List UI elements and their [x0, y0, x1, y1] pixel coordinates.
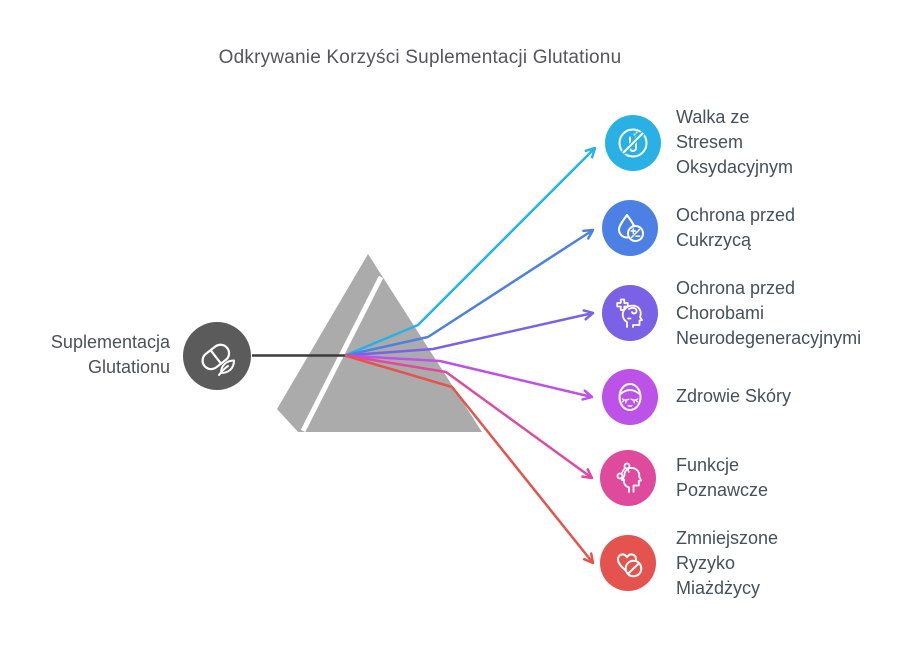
node-circle-neurodegenerative	[602, 285, 658, 341]
face-mask-icon	[618, 383, 642, 411]
prism-refraction-stripe	[300, 275, 384, 433]
benefit-label-oxidative-stress: Walka ze Stresem Oksydacyjnym	[676, 107, 794, 177]
benefit-label-diabetes: Ochrona przed Cukrzycą	[676, 205, 796, 250]
head-network-icon	[616, 462, 642, 493]
arrow-oxidative-stress	[344, 146, 597, 357]
benefit-label-skin-health: Zdrowie Skóry	[676, 386, 792, 406]
node-circle-cognitive	[600, 450, 656, 506]
heart-no-icon	[616, 553, 643, 578]
page-title: Odkrywanie Korzyści Suplementacji Glutat…	[218, 47, 622, 68]
prism-triangle	[277, 254, 482, 432]
arrow-atherosclerosis	[344, 354, 595, 565]
hub-label: Suplementacja Glutationu	[50, 332, 170, 377]
arrow-neurodegenerative	[344, 309, 595, 357]
benefit-label-atherosclerosis: Zmniejszone Ryzyko Miażdżycy	[676, 528, 779, 598]
node-circle-skin-health	[602, 369, 658, 425]
hub-circle	[183, 322, 251, 390]
arrow-cognitive	[344, 354, 594, 480]
head-cross-icon	[616, 298, 643, 328]
pill-leaf-icon	[201, 343, 235, 376]
arrow-skin-health	[344, 354, 594, 401]
no-test-tube-icon	[618, 128, 648, 158]
arrow-diabetes	[344, 228, 595, 357]
droplet-plus-minus-icon	[618, 214, 644, 242]
benefit-label-neurodegenerative: Ochrona przed Chorobami Neurodegeneracyj…	[676, 278, 862, 348]
benefit-label-cognitive: Funkcje Poznawcze	[676, 455, 769, 500]
